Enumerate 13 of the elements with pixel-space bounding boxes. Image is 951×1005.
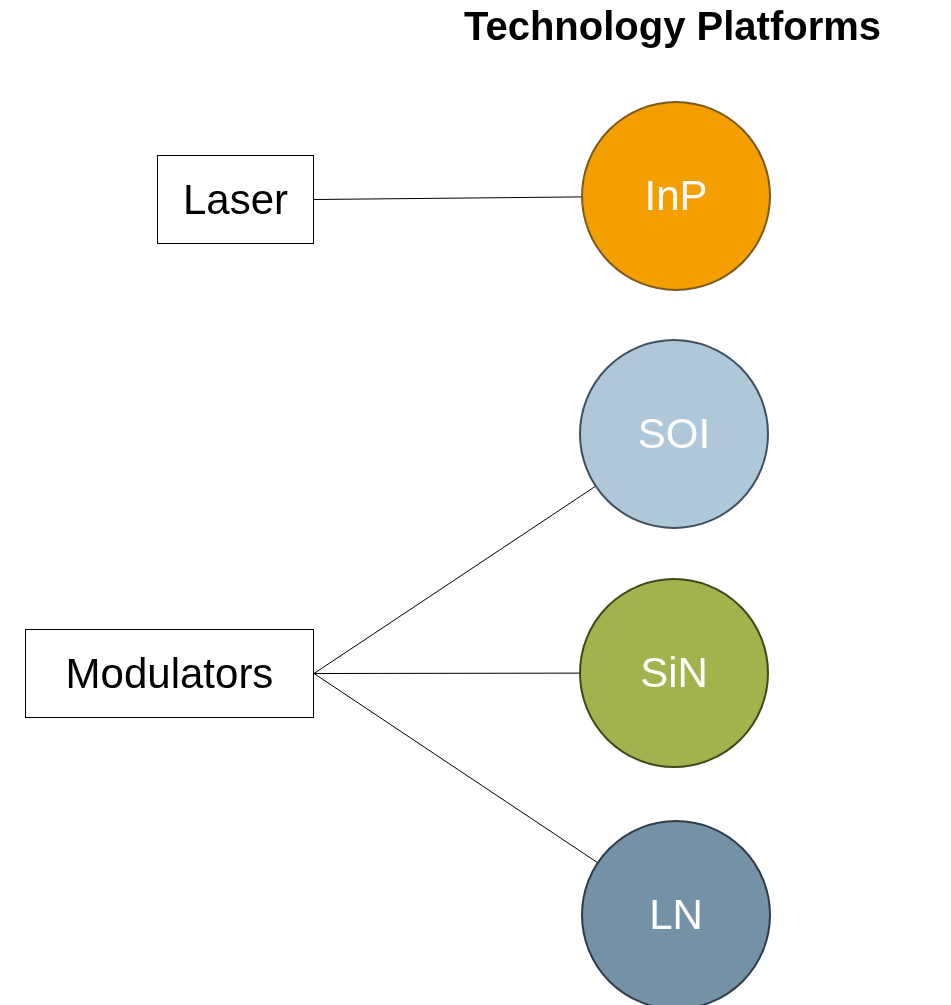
component-box [25, 629, 314, 718]
connector-line [313, 672, 580, 674]
node-label: Laser [182, 175, 289, 224]
node-label: Modulators [65, 649, 274, 698]
node-label: InP [644, 172, 708, 220]
connector-line [313, 673, 598, 863]
connector-line [313, 486, 596, 674]
node-label: LN [649, 891, 703, 939]
connector-line [313, 196, 582, 200]
diagram-title: Technology Platforms [462, 4, 883, 49]
node-label: SOI [637, 410, 711, 458]
node-label: SiN [640, 649, 708, 697]
component-box [157, 155, 314, 244]
